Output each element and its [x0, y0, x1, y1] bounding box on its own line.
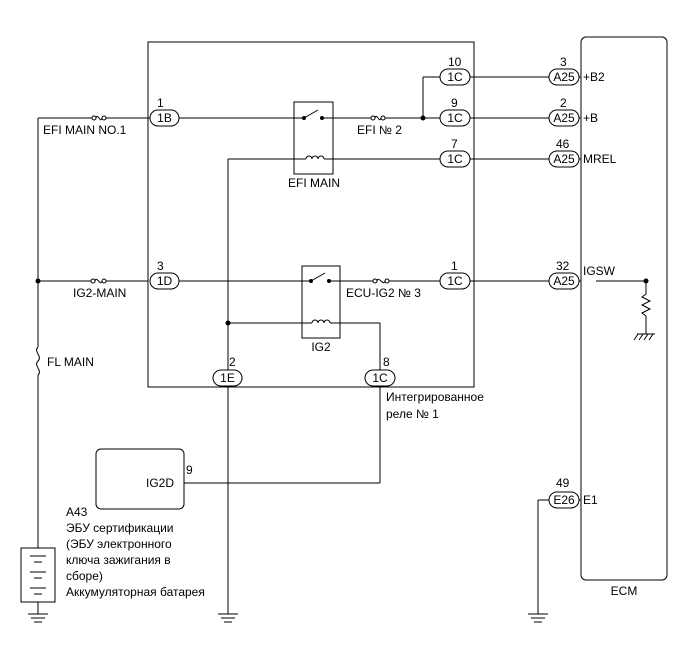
- certification-ecu-ref: A43: [66, 505, 88, 519]
- svg-text:+B: +B: [583, 111, 598, 125]
- connector-1c-pin7: 1C 7: [439, 137, 471, 168]
- fuse-label-ecu-ig2-no3: ECU-IG2 № 3: [346, 286, 421, 300]
- svg-text:3: 3: [157, 259, 164, 273]
- fuse-efi-main-no1: [91, 115, 107, 121]
- svg-text:46: 46: [556, 137, 570, 151]
- certification-ecu-box: [95, 448, 185, 510]
- fuse-label-efi-main-no1: EFI MAIN NO.1: [43, 123, 127, 137]
- svg-text:1C: 1C: [447, 70, 463, 84]
- ecm-label: ECM: [611, 584, 638, 598]
- connector-1c-pin10: 1C 10: [439, 55, 471, 86]
- integrated-relay-box: [147, 41, 475, 388]
- certification-ecu-line3: ключа зажигания в: [66, 553, 171, 567]
- svg-text:E1: E1: [583, 493, 598, 507]
- ground-icon: [528, 613, 548, 623]
- svg-text:A25: A25: [553, 111, 575, 125]
- connector-1c-pin8: 1C 8: [364, 355, 396, 387]
- junction-dots: [35, 115, 649, 326]
- svg-text:1: 1: [157, 96, 164, 110]
- relay-label-ig2: IG2: [311, 340, 331, 354]
- connector-1c-pin1: 1C 1: [439, 259, 471, 290]
- svg-text:1B: 1B: [157, 111, 172, 125]
- svg-text:1E: 1E: [220, 371, 235, 385]
- certification-ecu-pin: 9: [186, 463, 193, 477]
- svg-text:1C: 1C: [447, 152, 463, 166]
- svg-text:1D: 1D: [157, 274, 173, 288]
- svg-text:1C: 1C: [372, 371, 388, 385]
- battery-label: Аккумуляторная батарея: [66, 585, 205, 599]
- svg-text:1C: 1C: [447, 111, 463, 125]
- svg-text:2: 2: [560, 96, 567, 110]
- svg-text:2: 2: [229, 355, 236, 369]
- svg-text:+B2: +B2: [583, 70, 605, 84]
- ecm-connector-igsw: A25 32 IGSW: [548, 259, 616, 290]
- ecm-box: [580, 36, 668, 581]
- ecm-connector-e1: E26 49 E1: [548, 476, 598, 509]
- svg-text:A25: A25: [553, 70, 575, 84]
- svg-text:1C: 1C: [447, 274, 463, 288]
- svg-text:MREL: MREL: [583, 152, 617, 166]
- svg-text:9: 9: [451, 96, 458, 110]
- svg-text:1: 1: [451, 259, 458, 273]
- svg-text:7: 7: [451, 137, 458, 151]
- svg-text:3: 3: [560, 55, 567, 69]
- fuse-ig2-main: [90, 278, 107, 284]
- battery-symbol: [20, 547, 56, 603]
- ecm-connector-mrel: A25 46 MREL: [548, 137, 617, 168]
- svg-text:IGSW: IGSW: [583, 264, 616, 278]
- wires: [37, 76, 655, 614]
- connector-1e: 1E 2: [212, 355, 243, 387]
- ecm-connector-b: A25 2 +B: [548, 96, 598, 127]
- ground-icon: [218, 613, 238, 623]
- certification-ecu-terminal: IG2D: [146, 476, 174, 490]
- svg-text:A25: A25: [553, 152, 575, 166]
- svg-text:E26: E26: [553, 493, 575, 507]
- connector-1b: 1B 1: [149, 96, 180, 127]
- ecm-connector-b2: A25 3 +B2: [548, 55, 605, 86]
- certification-ecu-line1: ЭБУ сертификации: [66, 521, 174, 535]
- relay-ig2: [301, 265, 341, 339]
- svg-text:49: 49: [556, 476, 570, 490]
- fuse-label-fl-main: FL MAIN: [47, 355, 94, 369]
- connector-1d: 1D 3: [149, 259, 180, 290]
- fusible-link-fl-main: [33, 346, 43, 376]
- certification-ecu-line2: (ЭБУ электронного: [66, 537, 172, 551]
- svg-text:32: 32: [556, 259, 570, 273]
- fuse-label-efi-no2: EFI № 2: [357, 123, 402, 137]
- certification-ecu-line4: сборе): [66, 569, 103, 583]
- relay-block-caption-line2: реле № 1: [386, 407, 439, 421]
- fuse-label-ig2-main: IG2-MAIN: [73, 286, 126, 300]
- connector-1c-pin9: 1C 9: [439, 96, 471, 127]
- ground-icon: [28, 613, 48, 623]
- fuse-ecu-ig2-no3: [372, 278, 390, 284]
- svg-text:A25: A25: [553, 274, 575, 288]
- relay-label-efi-main: EFI MAIN: [288, 176, 340, 190]
- relay-efi-main: [293, 101, 334, 175]
- fuse-efi-no2: [370, 115, 386, 121]
- svg-text:10: 10: [448, 55, 462, 69]
- svg-text:8: 8: [383, 355, 390, 369]
- relay-block-caption-line1: Интегрированное: [386, 390, 484, 404]
